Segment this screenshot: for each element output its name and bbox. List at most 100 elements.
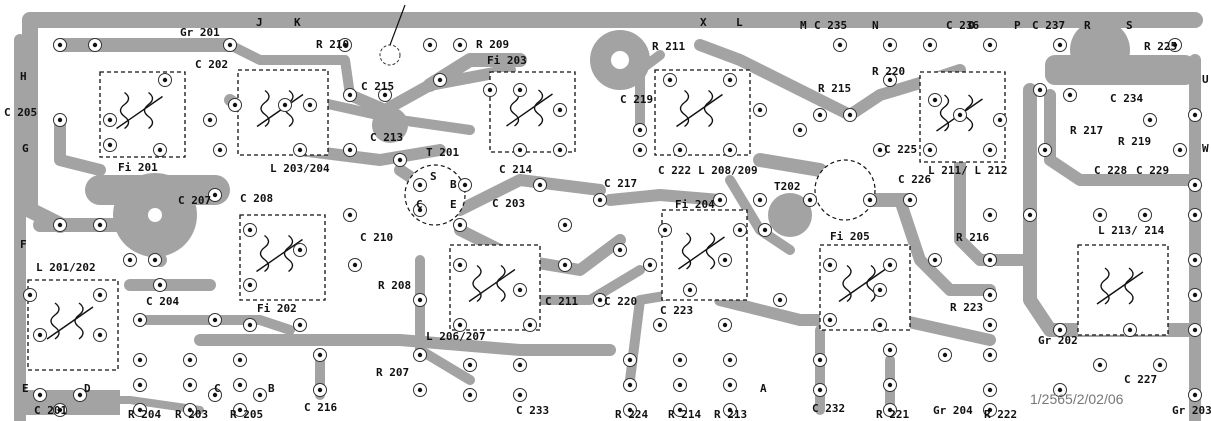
label-c-217: C 217 (604, 177, 637, 190)
tuning-arrow (678, 236, 725, 270)
drill-hole (1192, 212, 1198, 218)
coil-symbol (679, 89, 714, 128)
label-c-237: C 237 (1032, 19, 1065, 32)
drill-hole (562, 222, 568, 228)
drawing-code: 1/2565/2/02/06 (1030, 391, 1124, 407)
drill-hole (212, 317, 218, 323)
drill-hole (137, 317, 143, 323)
connector-h: H (20, 70, 27, 83)
drill-hole (687, 287, 693, 293)
label-r-220: R 220 (872, 65, 905, 78)
drill-hole (1067, 92, 1073, 98)
connector-d: D (84, 382, 91, 395)
label-r-221: R 221 (876, 408, 909, 421)
connector-g: G (22, 142, 29, 155)
drill-hole (1147, 117, 1153, 123)
coil-symbol (259, 234, 294, 273)
drill-hole (457, 222, 463, 228)
tuning-arrow (676, 93, 723, 128)
drill-hole (257, 392, 263, 398)
drill-hole (37, 392, 43, 398)
drill-hole (677, 147, 683, 153)
label-r-208: R 208 (378, 279, 411, 292)
connector-w: W (1202, 142, 1209, 155)
label-c-232: C 232 (812, 402, 845, 415)
label-gr-203: Gr 203 (1172, 404, 1211, 417)
drill-hole (317, 387, 323, 393)
pin-c: C (416, 198, 423, 211)
drill-hole (237, 382, 243, 388)
label-fi-201: Fi 201 (118, 161, 158, 174)
drill-hole (907, 197, 913, 203)
drill-hole (987, 42, 993, 48)
drill-hole (137, 382, 143, 388)
drill-hole (342, 42, 348, 48)
label-c-227: C 227 (1124, 373, 1157, 386)
drill-hole (597, 297, 603, 303)
can-outline (661, 209, 748, 301)
pin-b: B (450, 178, 457, 191)
drill-hole (657, 322, 663, 328)
label-r-205: R 205 (230, 408, 263, 421)
drill-hole (1142, 212, 1148, 218)
drill-hole (1192, 327, 1198, 333)
drill-hole (827, 317, 833, 323)
filter-can-fi-204 (661, 209, 748, 301)
drill-hole (887, 262, 893, 268)
drill-hole (927, 42, 933, 48)
drill-hole (887, 77, 893, 83)
drill-hole (1097, 362, 1103, 368)
label-fi-205: Fi 205 (830, 230, 870, 243)
drill-hole (1057, 42, 1063, 48)
label-r-213: R 213 (714, 408, 747, 421)
label-c-201: C 201 (34, 404, 67, 417)
coil-symbol (1100, 267, 1134, 305)
drill-hole (417, 387, 423, 393)
drill-hole (217, 147, 223, 153)
drill-hole (847, 112, 853, 118)
label-t202: T202 (774, 180, 801, 193)
drill-hole (807, 197, 813, 203)
drill-hole (307, 102, 313, 108)
tuning-arrow (838, 268, 886, 303)
connector-k: K (294, 16, 301, 29)
drill-hole (677, 407, 683, 413)
drill-hole (662, 227, 668, 233)
drill-hole (1192, 182, 1198, 188)
coil-can-l-213-214 (1077, 244, 1169, 336)
tuning-arrow (1096, 271, 1144, 305)
drill-hole (727, 382, 733, 388)
drill-hole (187, 382, 193, 388)
label-r-209: R 209 (476, 38, 509, 51)
connector-c: C (214, 382, 221, 395)
drill-hole (1172, 42, 1178, 48)
drill-hole (347, 92, 353, 98)
drill-hole (817, 387, 823, 393)
drill-hole (627, 407, 633, 413)
drill-hole (817, 112, 823, 118)
label-r-210: R 210 (316, 38, 349, 51)
pads-layer (23, 38, 1202, 417)
coil-symbol (119, 91, 154, 130)
drill-hole (517, 147, 523, 153)
drill-hole (987, 147, 993, 153)
label-t-201: T 201 (426, 146, 459, 159)
label-c-213: C 213 (370, 131, 403, 144)
label-r-219: R 219 (1118, 135, 1151, 148)
drill-hole (397, 157, 403, 163)
drill-hole (152, 257, 158, 263)
drill-hole (417, 207, 423, 213)
label-fi-202: Fi 202 (257, 302, 297, 315)
drill-hole (932, 257, 938, 263)
connector-p: P (1014, 19, 1021, 32)
drill-hole (997, 117, 1003, 123)
drill-hole (987, 387, 993, 393)
drill-hole (127, 257, 133, 263)
label-c-211: C 211 (545, 295, 578, 308)
label-r-207: R 207 (376, 366, 409, 379)
drill-hole (462, 182, 468, 188)
connector-l: L (736, 16, 743, 29)
drill-hole (762, 227, 768, 233)
drill-hole (1037, 87, 1043, 93)
label-c-226: C 226 (898, 173, 931, 186)
